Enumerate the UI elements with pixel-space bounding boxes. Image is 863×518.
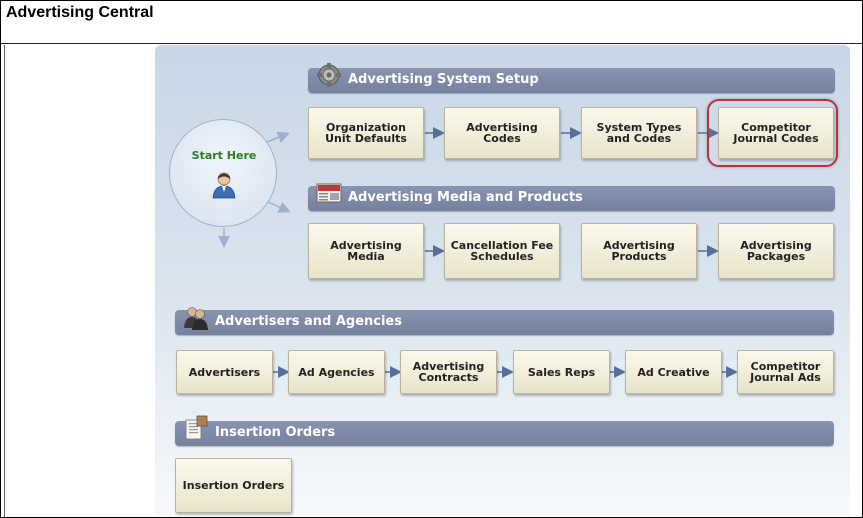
title-bar: Advertising Central [1,1,862,44]
newspaper-icon [316,183,342,203]
tile-advertising-media[interactable]: Advertising Media [308,223,424,279]
section-title: Advertising System Setup [348,72,539,87]
tile-ad-creative[interactable]: Ad Creative [625,350,722,394]
tile-advertising-packages[interactable]: Advertising Packages [718,223,834,279]
tile-competitor-journal-codes[interactable]: Competitor Journal Codes [718,107,834,159]
tile-ad-agencies[interactable]: Ad Agencies [288,350,385,394]
tile-insertion-orders[interactable]: Insertion Orders [175,458,292,513]
tile-advertising-codes[interactable]: Advertising Codes [444,107,560,159]
tile-system-types-and-codes[interactable]: System Types and Codes [581,107,697,159]
tile-organization-unit-defaults[interactable]: Organization Unit Defaults [308,107,424,159]
tile-advertising-products[interactable]: Advertising Products [581,223,697,279]
section-insertion-orders: Insertion Orders [175,415,834,446]
tile-cancellation-fee-schedules[interactable]: Cancellation Fee Schedules [444,223,560,279]
section-title: Insertion Orders [215,425,336,440]
tile-advertisers[interactable]: Advertisers [176,350,273,394]
documents-icon [185,415,208,440]
highlight-ring [707,99,838,167]
section-advertisers-and-agencies: Advertisers and Agencies [175,307,834,335]
person-icon [212,172,236,199]
gear-icon [317,63,341,87]
tile-sales-reps[interactable]: Sales Reps [513,350,610,394]
arrow-start-to-media [265,200,291,213]
section-advertising-media-and-products: Advertising Media and Products [308,183,835,211]
tile-advertising-contracts[interactable]: Advertising Contracts [400,350,497,394]
start-here-button[interactable]: Start Here [169,119,277,227]
section-title: Advertisers and Agencies [215,314,402,329]
tile-competitor-journal-ads[interactable]: Competitor Journal Ads [737,350,834,394]
start-here-label: Start Here [191,149,257,162]
people-icon [184,307,208,330]
page-title: Advertising Central [6,4,154,21]
content-divider [4,45,5,517]
section-title: Advertising Media and Products [348,190,583,205]
section-advertising-system-setup: Advertising System Setup [308,63,835,93]
